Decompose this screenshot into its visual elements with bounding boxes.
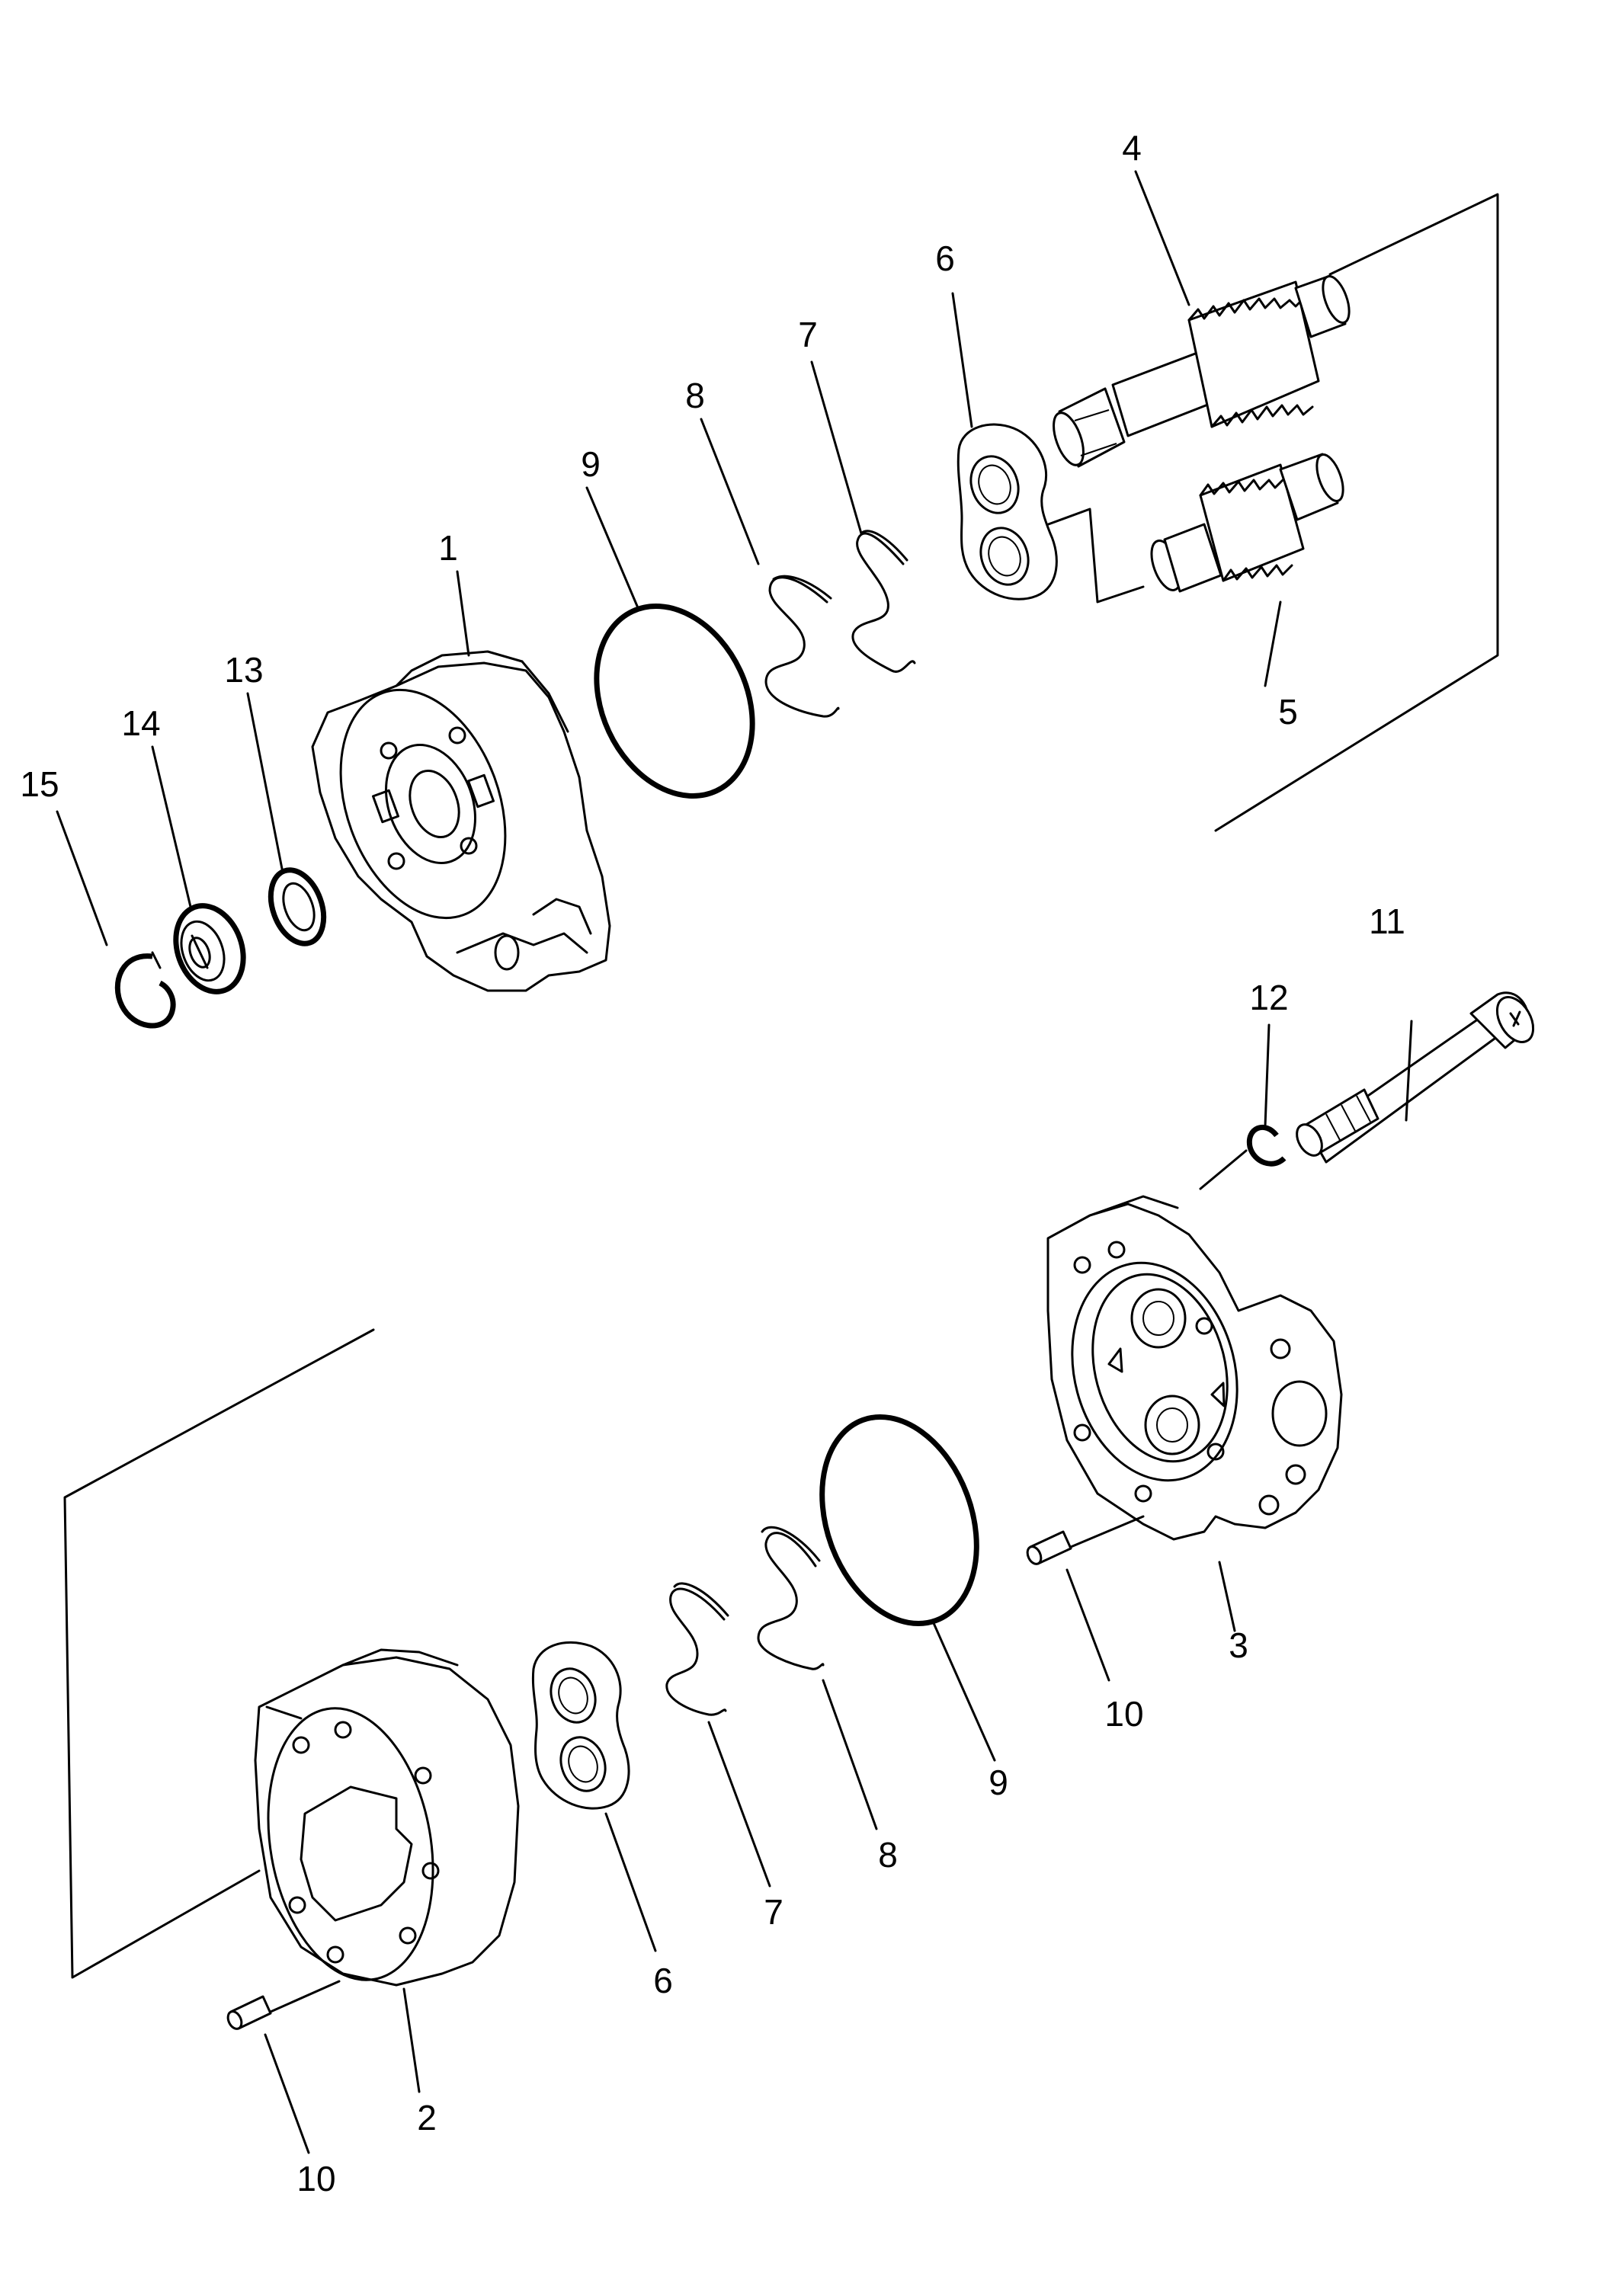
dowel-pin-part-10-right bbox=[1026, 1530, 1072, 1565]
callout-11: 11 bbox=[1369, 901, 1405, 941]
washer-part-12 bbox=[1246, 1124, 1287, 1167]
callout-9-lower: 9 bbox=[989, 1763, 1008, 1802]
bushing-plate-part-6-lower bbox=[531, 1641, 630, 1810]
callout-15: 15 bbox=[20, 764, 59, 804]
leader-lines bbox=[56, 170, 1413, 2154]
callout-12: 12 bbox=[1249, 978, 1288, 1017]
gear-shaft-part-5 bbox=[1150, 453, 1344, 593]
callout-10-left: 10 bbox=[296, 2159, 335, 2198]
callout-6-lower: 6 bbox=[653, 1961, 673, 2000]
callout-14: 14 bbox=[121, 703, 160, 743]
callout-5: 5 bbox=[1278, 692, 1298, 732]
callout-7-lower: 7 bbox=[764, 1892, 783, 1932]
dowel-pin-part-10-left bbox=[226, 1995, 272, 2030]
upper-assembly-bracket bbox=[1214, 193, 1499, 832]
cover-part-3 bbox=[1046, 1195, 1343, 1541]
callouts-lower: 11 12 3 10 9 8 7 6 2 10 bbox=[296, 901, 1405, 2198]
callout-1: 1 bbox=[438, 528, 458, 568]
callout-2: 2 bbox=[417, 2098, 437, 2137]
callout-9-upper: 9 bbox=[581, 444, 601, 484]
callout-6-upper: 6 bbox=[935, 239, 955, 278]
seal-part-7-lower bbox=[665, 1582, 729, 1716]
callout-7-upper: 7 bbox=[798, 315, 818, 354]
bearing-part-14 bbox=[173, 903, 246, 994]
callout-3: 3 bbox=[1229, 1625, 1248, 1665]
callout-8-upper: 8 bbox=[685, 376, 705, 415]
lower-assembly-bracket bbox=[63, 1328, 375, 1979]
gear-body-part-2 bbox=[254, 1648, 520, 1987]
washer-part-13 bbox=[268, 867, 327, 946]
callout-4: 4 bbox=[1122, 128, 1142, 168]
seal-part-8-upper bbox=[764, 575, 840, 718]
o-ring-part-9-lower bbox=[819, 1414, 979, 1627]
o-ring-part-9-upper bbox=[594, 604, 755, 799]
housing-part-1 bbox=[311, 650, 611, 992]
callouts-upper: 4 6 7 8 9 1 5 13 14 15 bbox=[20, 128, 1297, 804]
callout-10-right: 10 bbox=[1104, 1694, 1143, 1734]
gear-shaft-part-4 bbox=[1053, 274, 1351, 468]
seal-part-7-upper bbox=[851, 530, 916, 673]
seal-part-8-lower bbox=[757, 1526, 825, 1670]
bushing-plate-part-6-upper bbox=[957, 423, 1058, 600]
snap-ring-part-15 bbox=[114, 951, 176, 1029]
callout-8-lower: 8 bbox=[878, 1835, 898, 1875]
bolt-part-11 bbox=[1296, 991, 1535, 1164]
callout-13: 13 bbox=[224, 650, 263, 690]
